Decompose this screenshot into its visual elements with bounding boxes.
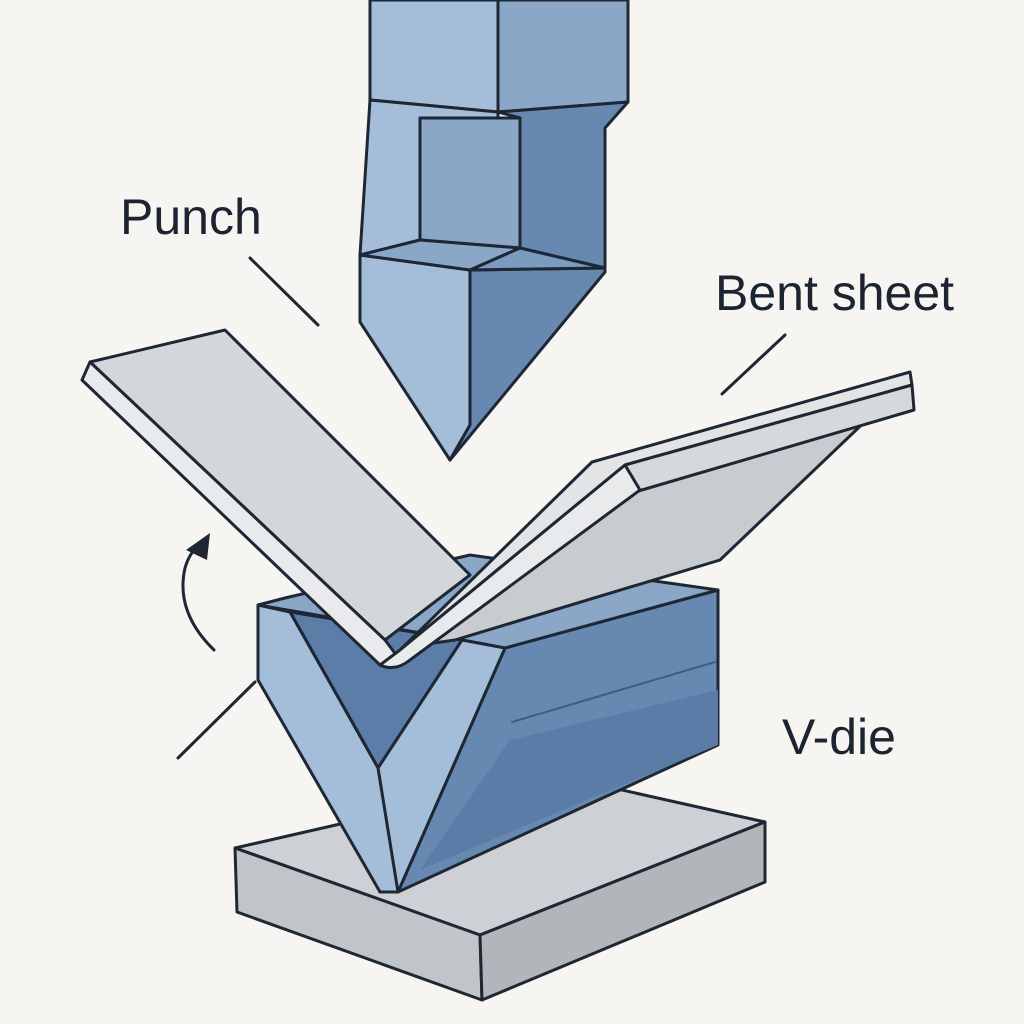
v-die-leader-line [176, 680, 257, 760]
punch-leader-line [248, 256, 320, 327]
punch-blade-side [448, 266, 607, 462]
bent-sheet-label: Bent sheet [715, 265, 955, 321]
sheet-bend-radius [378, 463, 642, 670]
punch-neck-inner [418, 116, 522, 250]
sheet-left-edge [80, 360, 402, 667]
bent-sheet-leader-line [720, 333, 787, 396]
v-die-front-left [256, 603, 400, 894]
punch-shank-front [368, 0, 500, 114]
die-base-plate [233, 773, 767, 1002]
v-die-right-lower-face [420, 690, 718, 870]
rotation-arrow-icon [181, 533, 216, 652]
punch-tool [358, 0, 630, 462]
punch-blade-front [358, 253, 472, 462]
base-right-face [478, 820, 767, 1002]
v-die-edge-line [511, 661, 716, 723]
bent-sheet [80, 328, 916, 670]
punch-label: Punch [120, 189, 262, 245]
v-die-label: V-die [782, 709, 896, 765]
punch-step-top-right [468, 246, 607, 272]
punch-shank-side [496, 0, 630, 114]
